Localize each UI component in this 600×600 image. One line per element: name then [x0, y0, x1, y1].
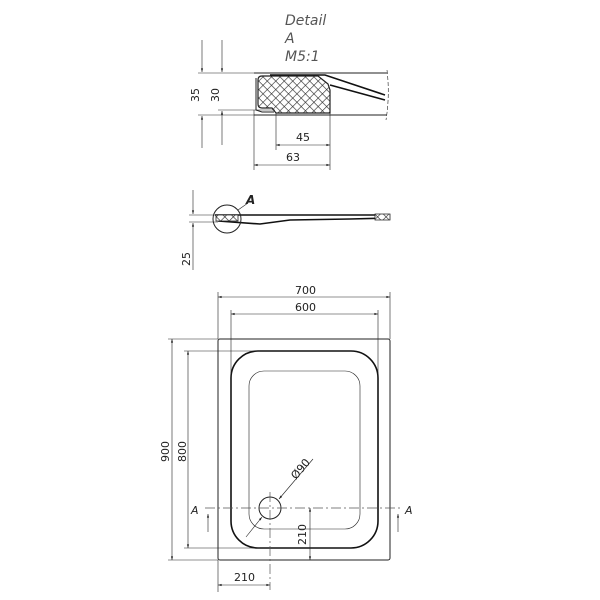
dim-30-label: 30 — [209, 88, 222, 102]
detail-title: Detail — [285, 13, 326, 29]
dim-600: 600 — [230, 301, 379, 400]
dim-35-label: 35 — [189, 88, 202, 102]
drain-offset-y-label: 210 — [296, 524, 309, 545]
dim-210-x: 210 — [217, 560, 271, 592]
tray-inner — [230, 350, 379, 549]
section-view: A 25 — [180, 190, 391, 270]
dim-30: 30 — [209, 40, 275, 145]
dim-35: 35 — [189, 40, 254, 148]
dim-800-label: 800 — [176, 441, 189, 462]
detail-ref: A — [284, 31, 295, 47]
plan-view: A A 700 600 900 800 Ø90 — [159, 284, 413, 592]
dim-900-label: 900 — [159, 441, 172, 462]
dim-45: 45 — [275, 113, 331, 170]
dim-45-label: 45 — [296, 131, 310, 144]
detail-scale: M5:1 — [285, 49, 320, 65]
drain-diameter-label: Ø90 — [288, 456, 313, 482]
dim-63-label: 63 — [286, 151, 300, 164]
detail-profile — [254, 69, 389, 121]
dim-210-y: 210 — [296, 508, 312, 560]
dim-700: 700 — [217, 284, 391, 339]
section-label-left: A — [190, 504, 199, 517]
dim-25-label: 25 — [180, 252, 193, 266]
section-marker: A — [245, 193, 255, 207]
dim-700-label: 700 — [295, 284, 316, 297]
section-label-right: A — [404, 504, 413, 517]
dim-600-label: 600 — [295, 301, 316, 314]
tray-outer — [217, 338, 391, 561]
detail-view: Detail A M5:1 35 30 45 — [189, 13, 389, 170]
dim-800: 800 — [176, 350, 260, 549]
dim-63: 63 — [253, 110, 331, 170]
drain-offset-x-label: 210 — [234, 571, 255, 584]
detail-circle — [212, 204, 242, 234]
dim-900: 900 — [159, 338, 218, 561]
tray-floor — [248, 370, 361, 530]
